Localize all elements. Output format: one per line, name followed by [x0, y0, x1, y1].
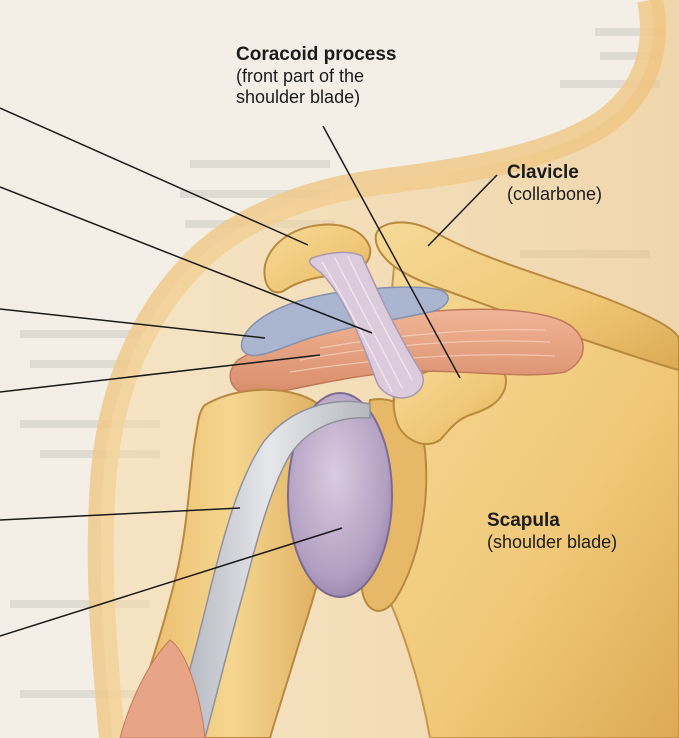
label-scapula: Scapula (shoulder blade): [487, 510, 617, 553]
label-scapula-title: Scapula: [487, 510, 617, 532]
label-clavicle-sub: (collarbone): [507, 184, 602, 205]
label-coracoid-line1: (front part of the: [236, 66, 397, 87]
label-clavicle-title: Clavicle: [507, 162, 602, 184]
label-scapula-sub: (shoulder blade): [487, 532, 617, 553]
label-coracoid-title: Coracoid process: [236, 44, 397, 66]
label-coracoid-line2: shoulder blade): [236, 87, 397, 108]
label-coracoid-process: Coracoid process (front part of the shou…: [236, 44, 397, 108]
label-clavicle: Clavicle (collarbone): [507, 162, 602, 205]
